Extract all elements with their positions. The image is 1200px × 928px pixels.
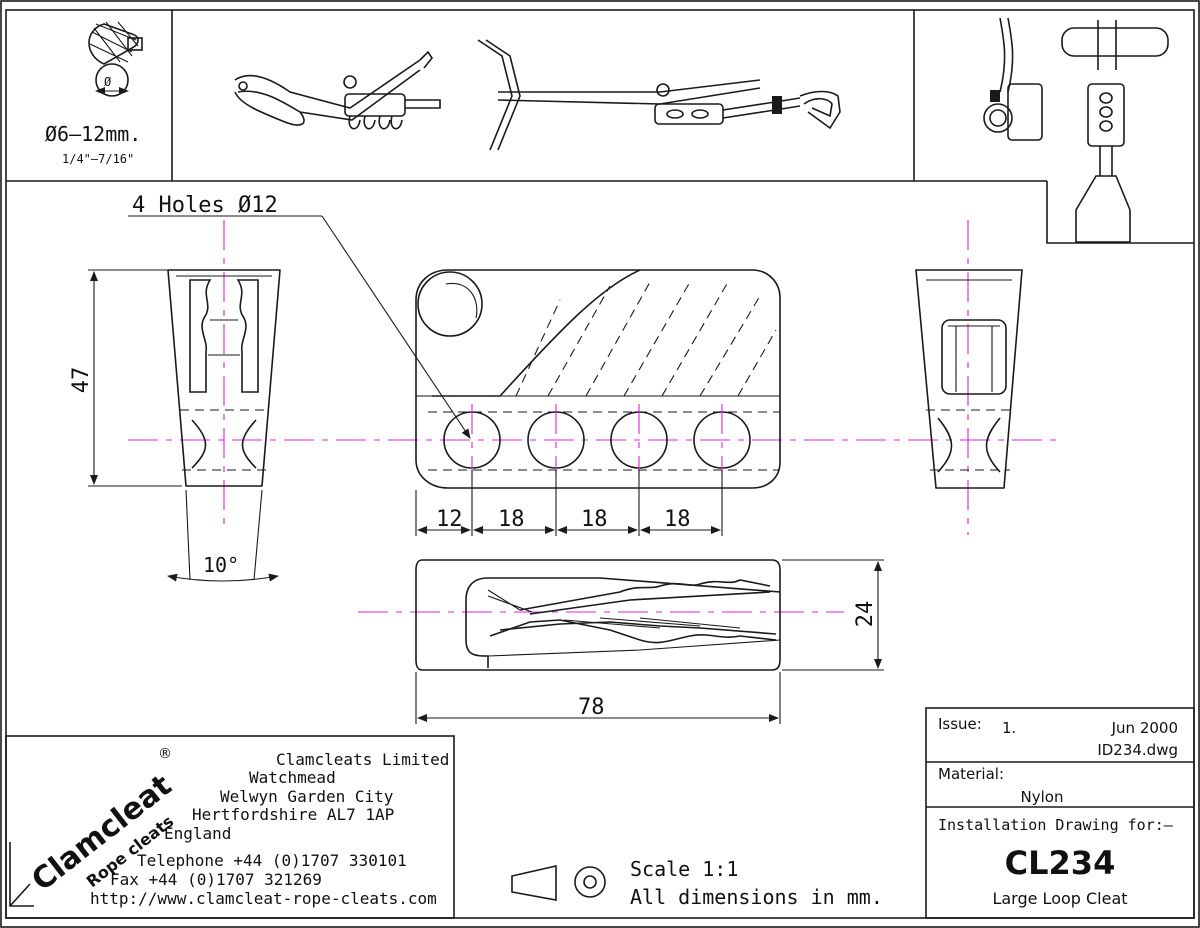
- dimension-spacing-2: 18: [498, 507, 525, 532]
- projection-symbol: [511, 864, 606, 901]
- front-view: [415, 269, 781, 489]
- title-block: [925, 707, 1195, 919]
- dimension-spacing: [415, 470, 723, 536]
- installation-label: Installation Drawing for:–: [938, 816, 1174, 834]
- dimension-spacing-1: 12: [436, 507, 463, 532]
- dimension-width: [782, 559, 884, 671]
- usage-illustration-loop: [234, 50, 441, 130]
- scale-label: Scale 1:1: [630, 857, 738, 881]
- material-value: Nylon: [1021, 788, 1064, 806]
- center-lines: [128, 220, 1062, 613]
- rope-icon: Ø: [88, 21, 143, 97]
- product-name: Large Loop Cleat: [992, 889, 1127, 908]
- address-line-4: England: [164, 824, 231, 843]
- dimension-spacing-3: 18: [581, 507, 608, 532]
- dimension-height-label: 47: [69, 367, 94, 394]
- dimension-length-label: 78: [578, 695, 605, 720]
- material-label: Material:: [938, 765, 1004, 783]
- dimension-length: [415, 672, 781, 724]
- drawing-file: ID234.dwg: [1097, 741, 1178, 759]
- holes-callout: 4 Holes Ø12: [132, 193, 278, 218]
- units-note: All dimensions in mm.: [630, 885, 883, 909]
- usage-illustration-shackle: [477, 39, 841, 151]
- dimension-spacing-4: 18: [664, 507, 691, 532]
- telephone: Telephone +44 (0)1707 330101: [137, 851, 407, 870]
- rope-size-metric: Ø6–12mm.: [45, 122, 141, 146]
- website-link[interactable]: http://www.clamcleat-rope-cleats.com: [90, 889, 437, 908]
- registered-mark: ®: [158, 746, 172, 762]
- side-view-left: [167, 269, 281, 487]
- plan-view: [415, 559, 781, 671]
- dimension-angle-label: 10°: [203, 553, 239, 577]
- company-name: Clamcleats Limited: [276, 750, 449, 769]
- usage-illustration-vertical: [983, 17, 1169, 243]
- address-line-1: Watchmead: [249, 768, 336, 787]
- dimension-angle: [167, 489, 279, 582]
- fax: Fax +44 (0)1707 321269: [110, 870, 322, 889]
- company-block: [5, 735, 455, 919]
- issue-label: Issue:: [938, 715, 982, 733]
- dimension-width-label: 24: [853, 601, 878, 628]
- clamcleat-logo: [9, 842, 34, 907]
- issue-date: Jun 2000: [1111, 719, 1178, 737]
- diameter-symbol: Ø: [104, 75, 112, 89]
- rope-size-imperial: 1/4"–7/16": [62, 152, 134, 166]
- holes-leader: [128, 215, 471, 439]
- side-view-right: [915, 269, 1023, 489]
- address-line-3: Hertfordshire AL7 1AP: [192, 805, 394, 824]
- address-line-2: Welwyn Garden City: [220, 787, 394, 806]
- dimension-height: [88, 269, 182, 487]
- product-code: CL234: [1005, 844, 1116, 882]
- issue-value: 1.: [1002, 719, 1016, 737]
